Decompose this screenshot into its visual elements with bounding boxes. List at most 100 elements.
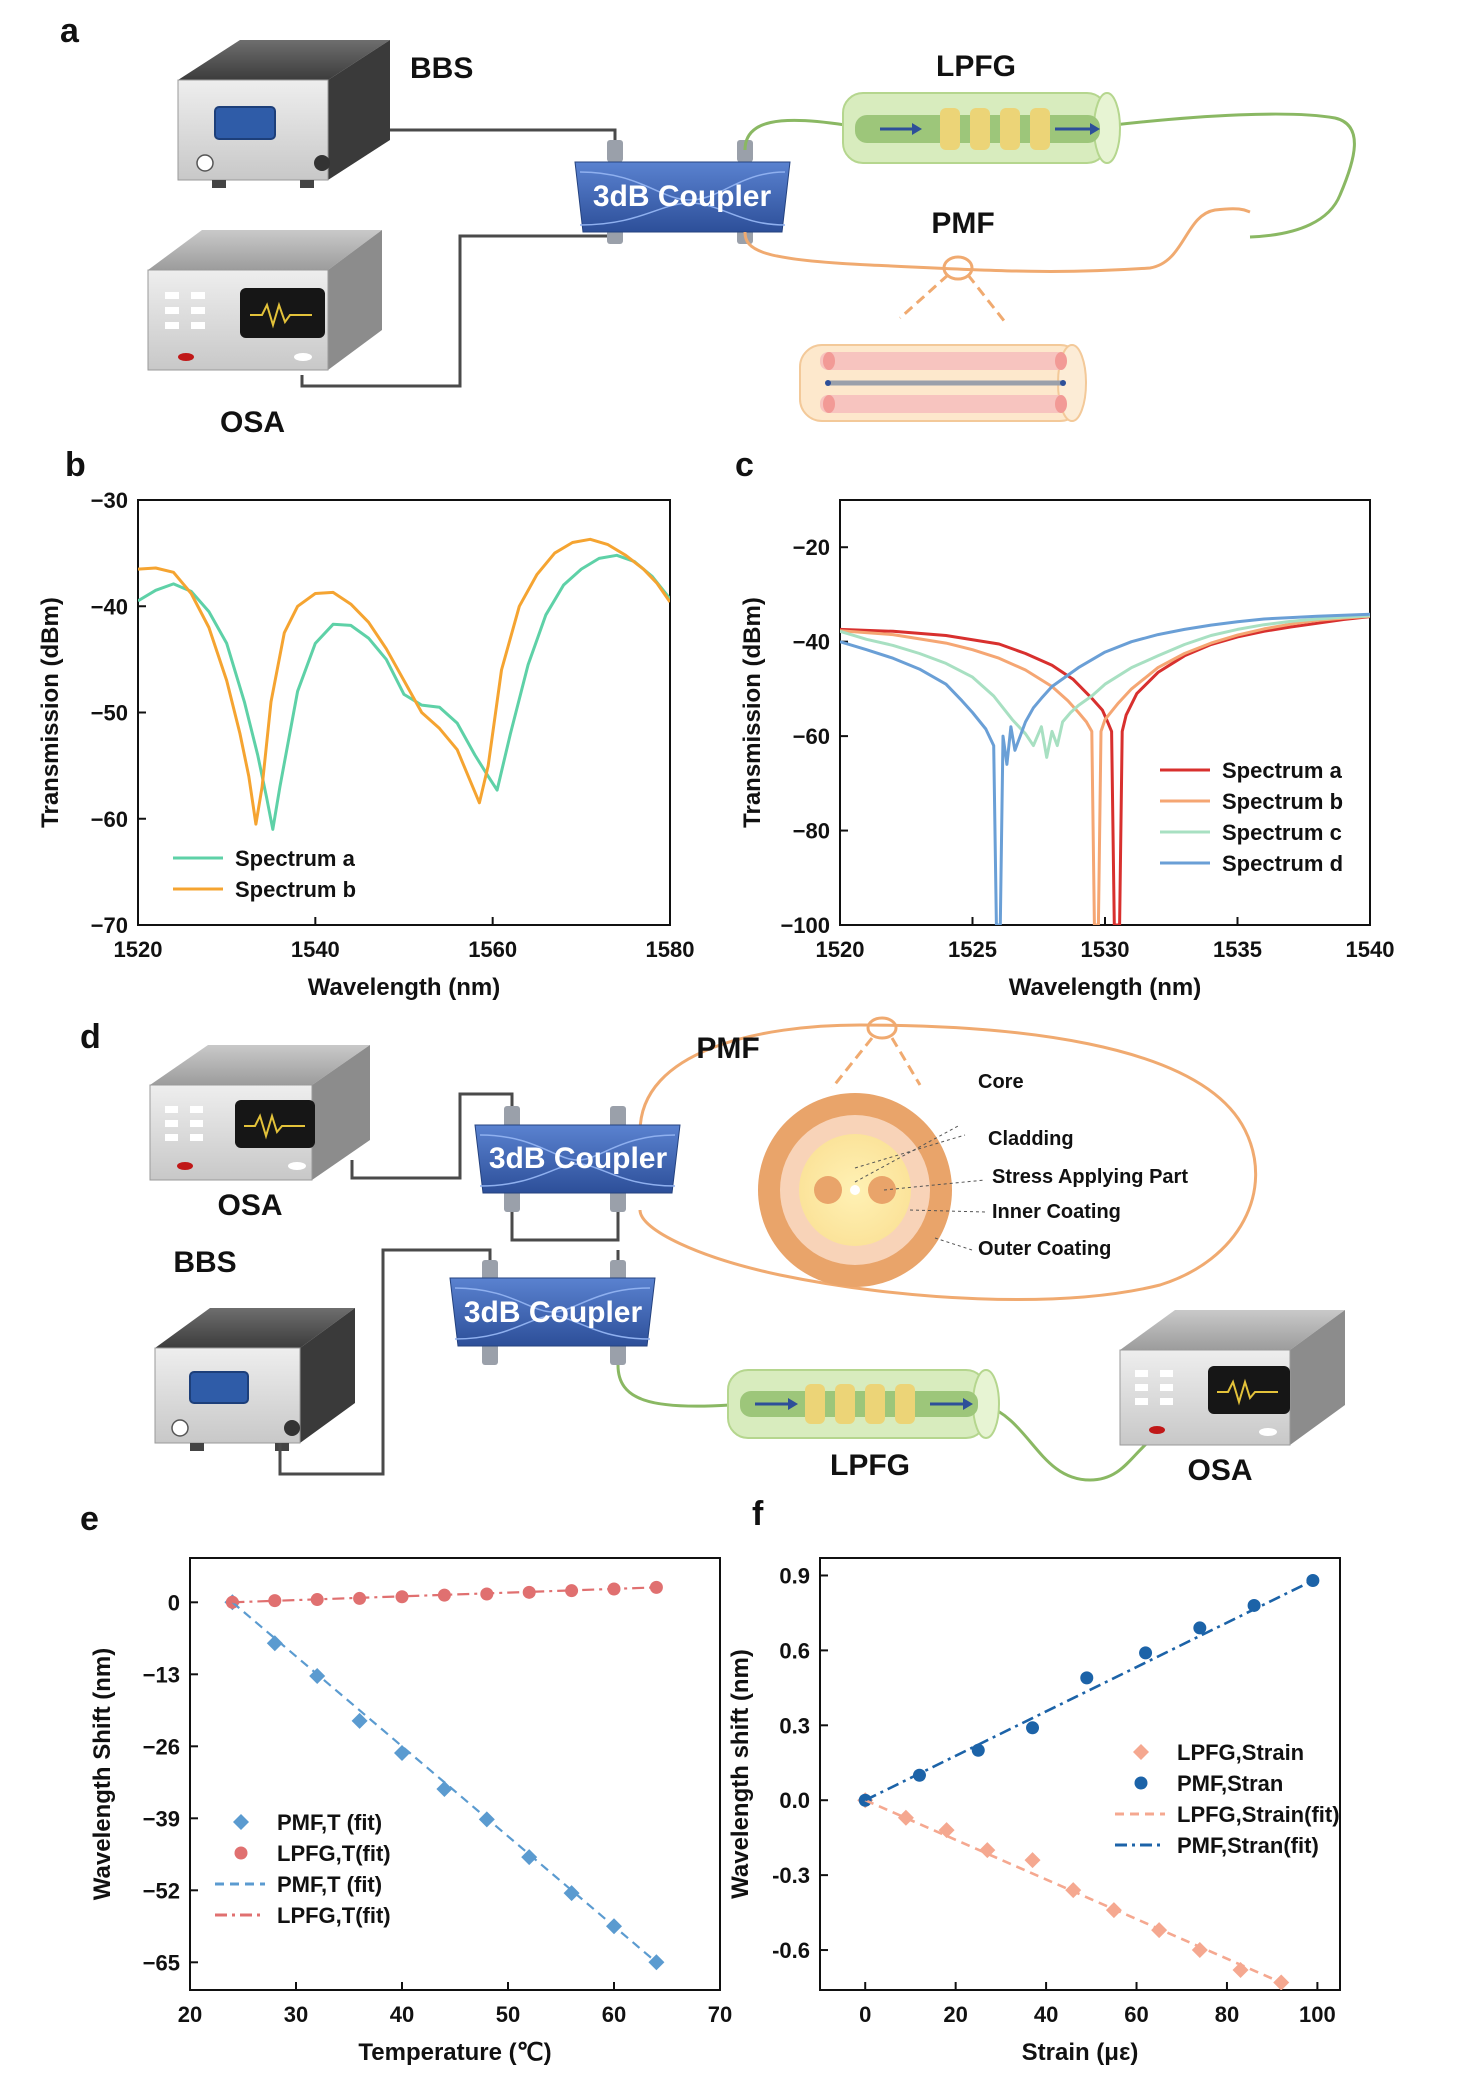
coupler-d-bottom: 3dB Coupler: [449, 1260, 656, 1365]
y-tick-label: −26: [143, 1734, 180, 1759]
x-tick-label: 1520: [816, 937, 865, 962]
legend: LPFG,StrainPMF,StranLPFG,Strain(fit)PMF,…: [1115, 1740, 1340, 1858]
x-axis-label: Wavelength (nm): [308, 974, 500, 1001]
y-tick-label: 0.6: [779, 1638, 810, 1663]
series-line: [840, 614, 1370, 925]
plot-frame: [819, 1557, 1341, 1991]
coupler-d-top-label: 3dB Coupler: [489, 1142, 668, 1175]
legend-marker: [233, 1814, 249, 1830]
legend-label: PMF,T (fit): [277, 1872, 382, 1897]
bbs-device-d: [154, 1308, 355, 1451]
series-1: [138, 537, 670, 826]
data-point: [938, 1822, 955, 1839]
pmf-tube-a: [799, 344, 1087, 422]
y-tick-label: 0.3: [779, 1713, 810, 1738]
osa-label-right: OSA: [1187, 1454, 1252, 1487]
y-tick-label: −52: [143, 1878, 180, 1903]
y-tick-label: 0.0: [779, 1788, 810, 1813]
x-tick-label: 30: [284, 2002, 308, 2027]
data-point: [437, 1588, 451, 1602]
legend-label: Spectrum b: [235, 877, 356, 902]
y-tick-label: −13: [143, 1662, 180, 1687]
x-tick-label: 100: [1299, 2002, 1336, 2027]
y-tick-label: −60: [91, 807, 128, 832]
series-0: [138, 553, 670, 831]
cs-core: Core: [978, 1071, 1024, 1093]
plot-frame: [189, 1557, 721, 1991]
panel-d: d OSA BBS PMF: [80, 1016, 1345, 1487]
legend-label: Spectrum a: [1222, 758, 1343, 783]
x-tick-label: 60: [1124, 2002, 1148, 2027]
data-point: [912, 1768, 926, 1782]
series-line: [840, 615, 1370, 925]
bbs-display: [214, 106, 276, 140]
series-1: [840, 614, 1370, 925]
legend-label: PMF,T (fit): [277, 1810, 382, 1835]
legend-marker: [1133, 1744, 1149, 1760]
series-line: [231, 1601, 658, 1964]
data-point: [1191, 1942, 1208, 1959]
bbs-label-d: BBS: [173, 1246, 236, 1279]
y-tick-label: −65: [143, 1950, 180, 1975]
y-tick-label: −50: [91, 701, 128, 726]
x-tick-label: 1525: [948, 937, 997, 962]
y-axis-label: Wavelength Shift (nm): [89, 1648, 116, 1900]
x-tick-label: 1530: [1081, 937, 1130, 962]
series-line: [138, 553, 670, 831]
y-tick-label: −70: [91, 913, 128, 938]
data-point: [394, 1744, 410, 1761]
series-0: [224, 1594, 665, 1971]
core: [850, 1185, 860, 1195]
coupler-d-top: 3dB Coupler: [474, 1106, 681, 1212]
x-tick-label: 1520: [114, 937, 163, 962]
y-axis-label: Wavelength shift (nm): [727, 1649, 754, 1899]
legend-label: Spectrum a: [235, 846, 356, 871]
x-axis-label: Temperature (℃): [358, 2039, 551, 2066]
series-line: [864, 1799, 1282, 1984]
panel-a-label: a: [60, 12, 80, 50]
data-point: [309, 1667, 326, 1684]
x-tick-label: 80: [1215, 2002, 1239, 2027]
stress-part-left: [814, 1176, 842, 1204]
x-tick-label: 40: [1034, 2002, 1058, 2027]
panel-d-label: d: [80, 1018, 101, 1056]
x-tick-label: 1560: [468, 937, 517, 962]
panel-e-label: e: [80, 1500, 99, 1538]
series-3: [232, 1586, 657, 1604]
series-line: [840, 612, 1370, 925]
x-tick-label: 70: [708, 2002, 732, 2027]
lpfg-grating-d: [727, 1369, 1000, 1439]
panel-a: a BBS OSA: [60, 12, 1356, 439]
cs-inner-coating: Inner Coating: [992, 1201, 1121, 1223]
data-point: [351, 1712, 368, 1729]
y-tick-label: −30: [91, 488, 128, 513]
legend-label: LPFG,Strain(fit): [1177, 1802, 1340, 1827]
legend-label: LPFG,T(fit): [277, 1903, 391, 1928]
legend-label: PMF,Stran: [1177, 1771, 1283, 1796]
bbs-label: BBS: [410, 52, 473, 85]
data-point: [1273, 1974, 1290, 1990]
data-point: [1080, 1671, 1094, 1685]
legend: Spectrum a Spectrum b: [173, 846, 356, 902]
series-line: [840, 614, 1370, 759]
osa-device-top: [149, 1045, 370, 1181]
data-point: [266, 1635, 283, 1652]
y-tick-label: −40: [91, 594, 128, 619]
data-point: [1139, 1646, 1153, 1660]
data-point: [436, 1780, 453, 1797]
osa-device-right: [1119, 1310, 1345, 1446]
x-tick-label: 20: [178, 2002, 202, 2027]
panel-b-label: b: [65, 446, 86, 484]
cs-cladding: Cladding: [988, 1128, 1074, 1150]
pmf-label-d: PMF: [696, 1032, 759, 1065]
legend: PMF,T (fit)LPFG,T(fit)PMF,T (fit)LPFG,T(…: [215, 1810, 391, 1928]
data-point: [971, 1743, 985, 1757]
series-2: [864, 1799, 1282, 1984]
y-tick-label: 0.9: [779, 1563, 810, 1588]
y-tick-label: −40: [793, 630, 830, 655]
